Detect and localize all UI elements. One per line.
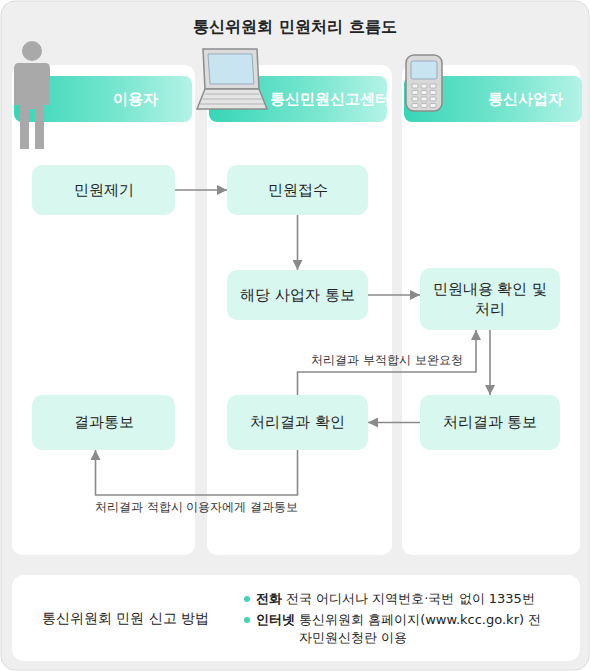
flow-arrow <box>489 330 491 395</box>
box-label: 결과통보 <box>74 412 134 432</box>
box-label: 민원제기 <box>74 180 134 200</box>
lane-title: 통신민원신고센터 <box>270 90 390 109</box>
box-label: 처리결과 확인 <box>250 412 345 432</box>
process-box: 민원제기 <box>32 165 175 215</box>
diagram-title: 통신위원회 민원처리 흐름도 <box>0 17 590 38</box>
process-box: 결과통보 <box>32 395 175 450</box>
edge-label: 처리결과 부적합시 보완요청 <box>311 352 463 369</box>
flow-arrow <box>96 450 298 495</box>
process-box: 해당 사업자 통보 <box>227 270 368 320</box>
flow-arrow <box>368 422 420 424</box>
method-row: 인터넷통신위원회 홈페이지(www.kcc.go.kr) 전자민원신청란 이용 <box>244 611 549 646</box>
method-detail: 전국 어디서나 지역번호·국번 없이 1335번 <box>286 590 535 608</box>
box-label: 민원내용 확인 및 처리 <box>428 279 552 320</box>
phone-icon <box>402 65 403 66</box>
method-detail: 통신위원회 홈페이지(www.kcc.go.kr) 전자민원신청란 이용 <box>299 611 549 646</box>
flow-arrow <box>298 330 477 395</box>
flow-arrow <box>368 294 420 296</box>
process-box: 처리결과 확인 <box>227 395 368 450</box>
laptop-icon <box>207 65 208 66</box>
method-row: 전화전국 어디서나 지역번호·국번 없이 1335번 <box>244 590 549 608</box>
swimlane-column: 통신민원신고센터민원접수해당 사업자 통보처리결과 확인 <box>207 65 392 555</box>
process-box: 처리결과 통보 <box>420 395 560 450</box>
bullet-dot <box>244 596 250 602</box>
box-label: 해당 사업자 통보 <box>240 285 355 305</box>
method-list: 전화전국 어디서나 지역번호·국번 없이 1335번인터넷통신위원회 홈페이지(… <box>244 590 549 647</box>
process-box: 민원내용 확인 및 처리 <box>420 268 560 330</box>
box-label: 민원접수 <box>268 180 328 200</box>
flow-arrow <box>175 189 227 191</box>
panel-heading: 통신위원회 민원 신고 방법 <box>42 610 209 626</box>
swimlane-column: 통신사업자민원내용 확인 및 처리처리결과 통보 <box>402 65 580 555</box>
bullet-dot <box>244 617 250 623</box>
process-box: 민원접수 <box>227 165 368 215</box>
method-name: 인터넷 <box>256 611 295 629</box>
person-icon <box>12 65 13 66</box>
lane-title: 이용자 <box>113 90 158 109</box>
method-name: 전화 <box>256 590 282 608</box>
box-label: 처리결과 통보 <box>443 412 538 432</box>
panel-heading-area: 통신위원회 민원 신고 방법 <box>12 608 244 628</box>
swimlane-column: 이용자민원제기결과통보 <box>12 65 195 555</box>
flow-arrow <box>297 215 299 270</box>
info-panel: 통신위원회 민원 신고 방법 전화전국 어디서나 지역번호·국번 없이 1335번… <box>12 575 580 661</box>
edge-label: 처리결과 적합시 이용자에게 결과통보 <box>95 499 298 516</box>
lane-title: 통신사업자 <box>488 90 563 109</box>
